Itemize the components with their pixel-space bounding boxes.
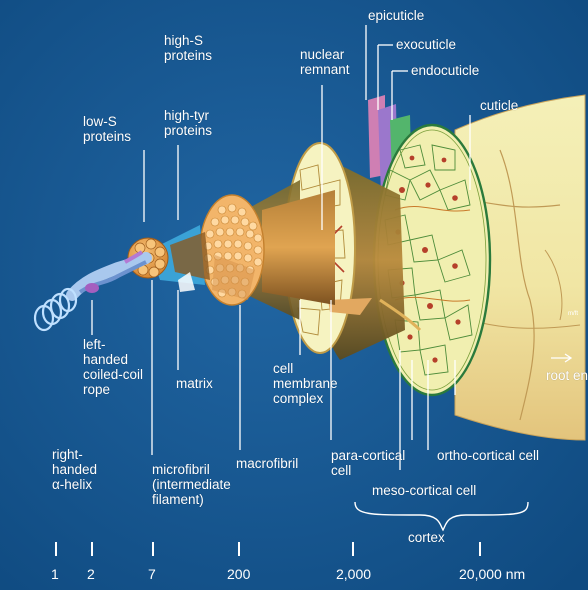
label-left-handed-coiled-coil-rope: left- handed coiled-coil rope <box>83 337 143 397</box>
scale-tick <box>479 542 481 556</box>
label-para-cortical-cell: para-cortical cell <box>331 448 405 478</box>
scale-tick <box>238 542 240 556</box>
label-matrix: matrix <box>176 376 213 391</box>
scale-value: 2 <box>87 566 95 582</box>
scale-tick <box>352 542 354 556</box>
label-high-tyr-proteins: high-tyr proteins <box>164 108 212 138</box>
label-nuclear-remnant: nuclear remnant <box>300 47 350 77</box>
label-endocuticle: endocuticle <box>411 63 479 78</box>
scale-value: 1 <box>51 566 59 582</box>
label-right-handed-alpha-helix: right- handed α-helix <box>52 447 97 492</box>
label-epicuticle: epicuticle <box>368 8 424 23</box>
scale-tick <box>55 542 57 556</box>
label-cell-membrane-complex: cell membrane complex <box>273 361 338 406</box>
label-meso-cortical-cell: meso-cortical cell <box>372 483 476 498</box>
label-cortex: cortex <box>408 530 445 545</box>
scale-tick <box>91 542 93 556</box>
scale-tick <box>152 542 154 556</box>
label-ortho-cortical-cell: ortho-cortical cell <box>437 448 539 463</box>
label-high-s-proteins: high-S proteins <box>164 33 212 63</box>
scale-value: 2,000 <box>336 566 371 582</box>
label-exocuticle: exocuticle <box>396 37 456 52</box>
scale-value: 20,000 nm <box>459 566 525 582</box>
label-cuticle: cuticle <box>480 98 518 113</box>
label-root-end: root end <box>546 368 588 383</box>
label-low-s-proteins: low-S proteins <box>83 114 131 144</box>
macrofibril-bundle <box>200 180 335 320</box>
watermark-stamp: m/ft <box>568 311 578 317</box>
label-macrofibril: macrofibril <box>236 456 298 471</box>
label-microfibril: microfibril (intermediate filament) <box>152 462 231 507</box>
scale-value: 200 <box>227 566 250 582</box>
scale-value: 7 <box>148 566 156 582</box>
